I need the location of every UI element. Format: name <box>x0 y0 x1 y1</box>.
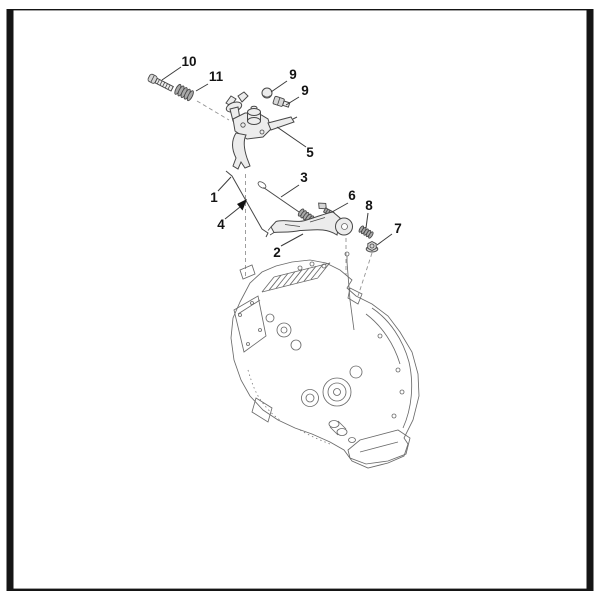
leader-line-1 <box>217 176 232 192</box>
callout-label-9b: 9 <box>301 83 309 98</box>
callout-label-3: 3 <box>300 170 308 185</box>
housing-outline <box>230 259 420 469</box>
callout-labels: 10 11 9 9 5 3 1 4 6 8 7 2 <box>181 54 401 260</box>
leader-line-9b <box>285 96 300 106</box>
leader-line-2 <box>280 233 304 247</box>
leader-line-5 <box>276 126 307 148</box>
dash-spring-to-lever <box>196 100 230 121</box>
part-7-flange-nut <box>365 240 379 253</box>
housing-ribs <box>261 262 331 293</box>
part-11-spring <box>174 83 194 102</box>
callout-label-1: 1 <box>210 190 218 205</box>
callout-label-6: 6 <box>348 188 356 203</box>
callout-label-5: 5 <box>306 145 314 160</box>
housing-clevis-boss <box>239 264 256 280</box>
leader-line-8 <box>365 212 369 229</box>
housing-bosses <box>265 313 363 443</box>
leader-line-11 <box>195 83 209 92</box>
callout-label-4: 4 <box>217 217 225 232</box>
housing-studs <box>297 261 327 271</box>
leader-line-7 <box>376 233 393 246</box>
callout-label-7: 7 <box>394 221 402 236</box>
frame-top-rule <box>6 9 594 11</box>
page-frame <box>6 9 594 591</box>
callout-label-9a: 9 <box>289 67 297 82</box>
housing-feet <box>251 397 411 465</box>
leader-line-4 <box>224 206 241 220</box>
frame-left-bar <box>6 9 14 591</box>
part-5-shift-lever-assembly <box>225 91 298 170</box>
leader-line-6 <box>331 202 349 213</box>
part-2-shift-arm <box>267 211 353 236</box>
part-9-flange-bolt <box>272 95 291 108</box>
part-3-spring-rod <box>257 181 318 225</box>
part-1-link-rod <box>225 170 269 238</box>
callout-leaders <box>161 66 393 247</box>
leader-line-9a <box>270 80 288 93</box>
housing-left-plate <box>233 295 267 353</box>
callout-label-8: 8 <box>365 198 373 213</box>
part-4-direction-arrow <box>237 199 247 211</box>
callout-label-2: 2 <box>273 245 281 260</box>
housing-shift-shaft <box>344 251 363 331</box>
transmission-assembly <box>230 251 420 469</box>
housing-right-cover <box>365 307 413 429</box>
callout-label-10: 10 <box>181 54 196 69</box>
part-10-hex-bolt <box>147 73 174 92</box>
leader-line-10 <box>161 66 182 81</box>
leader-line-3 <box>280 184 300 198</box>
part-8-small-spring <box>358 225 374 239</box>
callout-label-11: 11 <box>209 69 224 84</box>
dash-nut-to-housing <box>357 252 373 297</box>
frame-bottom-rule <box>6 588 594 591</box>
part-9-cap <box>261 87 273 99</box>
frame-right-bar <box>586 9 594 591</box>
